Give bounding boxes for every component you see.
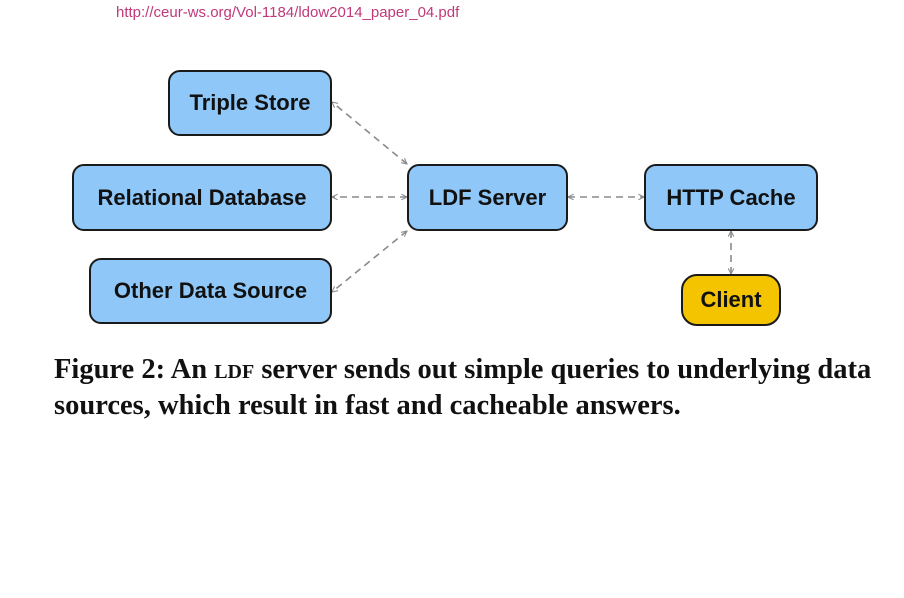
node-http-cache: HTTP Cache [644,164,818,231]
caption-text-before: An [170,354,208,385]
figure-caption: Figure 2: An LDF server sends out simple… [54,352,874,424]
node-client: Client [681,274,781,326]
edge-ldf-triple [332,102,407,164]
caption-label: Figure 2: [54,354,166,385]
source-url-link[interactable]: http://ceur-ws.org/Vol-1184/ldow2014_pap… [116,4,460,21]
node-relational-database: Relational Database [72,164,332,231]
edge-ldf-other [332,231,407,292]
caption-abbrev: LDF [214,354,255,385]
node-other-data-source: Other Data Source [89,258,332,324]
node-triple-store: Triple Store [168,70,332,136]
node-ldf-server: LDF Server [407,164,568,231]
architecture-diagram [0,0,904,340]
caption-text-after: server sends out simple queries to under… [54,354,872,421]
